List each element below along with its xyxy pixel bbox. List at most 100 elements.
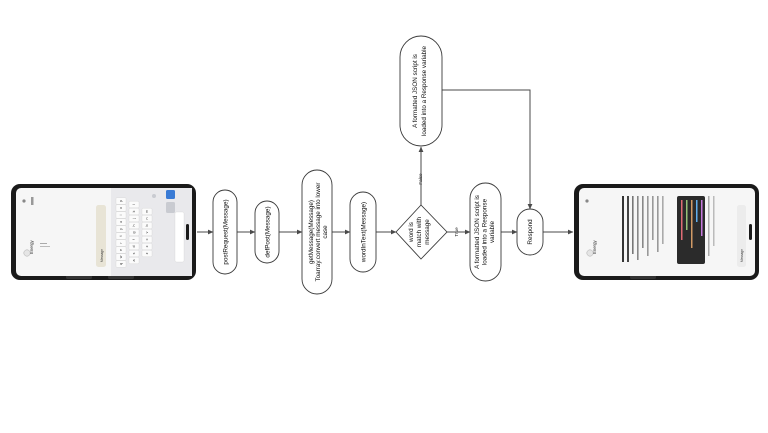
true-label: True xyxy=(454,227,459,237)
keyboard-send-key[interactable] xyxy=(166,190,175,199)
false-label: False xyxy=(418,173,423,185)
keyboard-key-label: u xyxy=(119,221,123,223)
keyboard-key-label: q xyxy=(119,263,123,265)
keyboard-key-label: k xyxy=(132,210,136,212)
toolbar-icon-left[interactable] xyxy=(31,197,34,205)
keyboard-key-label: v xyxy=(145,231,149,233)
post-request-label: postRequest(Message) xyxy=(223,199,230,264)
keyboard-key[interactable] xyxy=(128,222,140,229)
keyboard-key[interactable] xyxy=(115,225,127,233)
code-line xyxy=(681,200,683,240)
node-get-message: getMessage(Message) Toarray.convert mess… xyxy=(301,169,333,295)
keyboard-key[interactable] xyxy=(115,232,127,240)
keyboard-key-label: c xyxy=(145,238,149,240)
subtitle-line-left-2 xyxy=(40,246,50,247)
phone-right-notch xyxy=(749,224,752,240)
keyboard-key[interactable] xyxy=(128,229,140,236)
keyboard-key[interactable] xyxy=(128,257,140,264)
keyboard-key[interactable] xyxy=(141,215,153,222)
edge-json-false-to-respond xyxy=(442,89,533,210)
respond-label: Respond xyxy=(527,219,534,245)
bot-avatar-right xyxy=(586,249,594,257)
menu-icon-right[interactable] xyxy=(585,199,589,203)
keyboard-key[interactable] xyxy=(128,208,140,215)
keyboard-key-label: d xyxy=(132,246,136,248)
keyboard-key-label: i xyxy=(119,214,123,215)
code-line xyxy=(686,200,688,230)
keyboard-key-label: o xyxy=(119,207,123,209)
keyboard-key-label: z xyxy=(145,252,149,254)
keyboard-key[interactable] xyxy=(128,215,140,222)
node-json-true: A formatted JSON script is loaded into a… xyxy=(469,182,502,282)
keyboard-key-label: p xyxy=(119,200,123,202)
def-post-label: defPost(Message) xyxy=(265,206,272,257)
keyboard-key[interactable] xyxy=(141,208,153,215)
decision-label-2: match with xyxy=(416,216,423,247)
code-line xyxy=(701,200,703,236)
keyboard-key-label: x xyxy=(145,245,149,247)
keyboard-key-label: l xyxy=(132,204,136,205)
keyboard-key[interactable] xyxy=(115,260,127,268)
node-def-post: defPost(Message) xyxy=(254,200,280,264)
keyboard-key[interactable] xyxy=(141,222,153,229)
keyboard-key-label: m xyxy=(145,210,149,213)
keyboard-key-label: t xyxy=(119,236,123,237)
json-true-label-1: A formatted JSON script is xyxy=(474,195,481,269)
keyboard-key[interactable] xyxy=(128,201,140,208)
json-true-label-3: variable xyxy=(489,220,496,243)
word-in-text-label: wordInText(Message) xyxy=(361,202,368,263)
keyboard-key[interactable] xyxy=(141,236,153,243)
phone-right-screen xyxy=(579,188,755,276)
keyboard-key[interactable] xyxy=(115,246,127,254)
decision-label-3: message xyxy=(424,219,431,245)
menu-icon-left[interactable] xyxy=(22,199,26,203)
get-message-label-3: case xyxy=(322,225,329,239)
keyboard-key-label: j xyxy=(132,218,136,220)
keyboard-key-label: b xyxy=(145,225,149,227)
keyboard-key[interactable] xyxy=(128,243,140,250)
phone-left: Energy Message qwertyuiopasdfghjklzxcvbn… xyxy=(11,184,196,280)
get-message-label-2: Toarray.convert message into lower xyxy=(315,183,322,282)
app-name-left: Energy xyxy=(29,240,34,254)
message-input-left[interactable] xyxy=(96,205,106,267)
keyboard-key[interactable] xyxy=(115,218,127,226)
keyboard-key[interactable] xyxy=(115,239,127,247)
keyboard-key[interactable] xyxy=(115,204,127,212)
keyboard-backspace-key[interactable] xyxy=(166,202,175,213)
keyboard-shift-key[interactable] xyxy=(152,194,156,198)
bot-avatar-left xyxy=(23,249,31,257)
node-respond: Respond xyxy=(516,208,544,256)
keyboard-key-label: n xyxy=(145,218,149,220)
decision-label-1: word is xyxy=(408,222,415,243)
keyboard-key-label: a xyxy=(132,260,136,262)
keyboard-key-label: w xyxy=(119,255,123,258)
subtitle-line-left xyxy=(40,243,47,244)
keyboard-key[interactable] xyxy=(141,229,153,236)
get-message-label-1: getMessage(Message) xyxy=(308,200,315,264)
phone-right: Energy Message xyxy=(574,184,759,280)
keyboard-key[interactable] xyxy=(141,243,153,250)
keyboard-key[interactable] xyxy=(115,253,127,261)
keyboard-key-label: g xyxy=(132,232,136,234)
keyboard-key[interactable] xyxy=(115,211,127,219)
response-footer-line xyxy=(708,196,710,256)
keyboard-key-label: f xyxy=(132,239,136,240)
edges: False True xyxy=(197,89,574,237)
keyboard-key-label: s xyxy=(132,252,136,254)
keyboard-key[interactable] xyxy=(128,236,140,243)
json-true-label-2: loaded into a Response xyxy=(482,198,489,265)
input-placeholder-left: Message xyxy=(100,249,104,262)
keyboard-key[interactable] xyxy=(115,197,127,205)
node-json-false: A formatted JSON script is loaded into a… xyxy=(399,35,443,147)
keyboard-key[interactable] xyxy=(128,250,140,257)
keyboard-key-label: e xyxy=(119,249,123,251)
message-input-right[interactable] xyxy=(737,205,746,267)
code-line xyxy=(691,200,693,248)
keyboard-key[interactable] xyxy=(141,250,153,257)
keyboard-space-key[interactable] xyxy=(174,211,185,263)
node-post-request: postRequest(Message) xyxy=(212,189,238,275)
json-false-label-1: A formatted JSON script is xyxy=(412,54,419,128)
keyboard-key-label: y xyxy=(119,228,123,230)
